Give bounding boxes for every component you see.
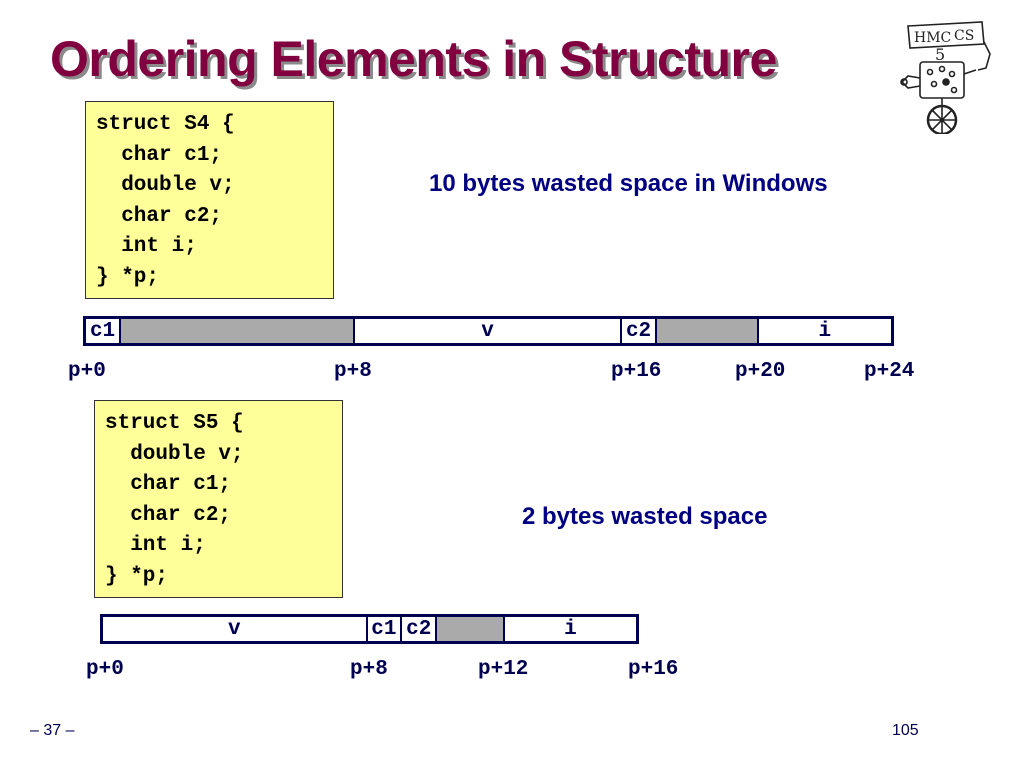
offset-label: p+8: [334, 360, 372, 383]
code-line: } *p;: [105, 564, 169, 588]
padding-cell: [121, 319, 355, 343]
hmc-cs-robot-logo: HMC CS 5: [900, 21, 991, 134]
slide-footer-page: – 37 –: [30, 722, 75, 739]
offset-label: p+0: [86, 658, 124, 681]
code-line: char c1;: [105, 473, 232, 497]
field-cell: c2: [402, 617, 438, 641]
field-cell: v: [103, 617, 368, 641]
offset-label: p+0: [68, 360, 106, 383]
padding-cell: [657, 319, 759, 343]
field-cell: i: [564, 617, 577, 641]
slide-number: 105: [892, 722, 919, 739]
logo-text-cs: CS: [954, 28, 974, 44]
logo-text-hmc: HMC: [914, 30, 951, 46]
code-line: struct S4 {: [96, 113, 235, 136]
struct-s5-code-box: struct S5 { double v; char c1; char c2; …: [94, 400, 343, 598]
s4-wasted-space-note: 10 bytes wasted space in Windows: [429, 170, 828, 197]
logo-digit: 5: [935, 45, 945, 64]
code-line: } *p;: [96, 265, 160, 289]
code-line: char c2;: [96, 204, 223, 228]
offset-label: p+20: [735, 360, 786, 383]
struct-s4-code-box: struct S4 { char c1; double v; char c2; …: [85, 101, 334, 299]
s5-wasted-space-note: 2 bytes wasted space: [522, 503, 768, 530]
code-line: int i;: [105, 534, 206, 558]
code-line: double v;: [105, 442, 244, 466]
padding-cell: [437, 617, 505, 641]
offset-label: p+24: [864, 360, 915, 383]
code-line: struct S5 {: [105, 412, 244, 435]
offset-label: p+12: [478, 658, 529, 681]
s5-offset-labels: p+0 p+8 p+12 p+16: [0, 658, 1024, 686]
offset-label: p+16: [628, 658, 679, 681]
offset-label: p+16: [611, 360, 662, 383]
offset-label: p+8: [350, 658, 388, 681]
code-line: double v;: [96, 174, 235, 198]
code-line: char c1;: [96, 143, 223, 167]
field-cell: c1: [368, 617, 403, 641]
field-cell: c1: [86, 319, 122, 343]
field-cell: v: [355, 319, 622, 343]
field-cell: c2: [622, 319, 658, 343]
code-line: char c2;: [105, 503, 232, 527]
s4-offset-labels: p+0 p+8 p+16 p+20 p+24: [0, 360, 1024, 388]
code-line: int i;: [96, 235, 197, 259]
slide-title: Ordering Elements in Structure: [50, 31, 777, 87]
field-cell: i: [818, 319, 832, 343]
